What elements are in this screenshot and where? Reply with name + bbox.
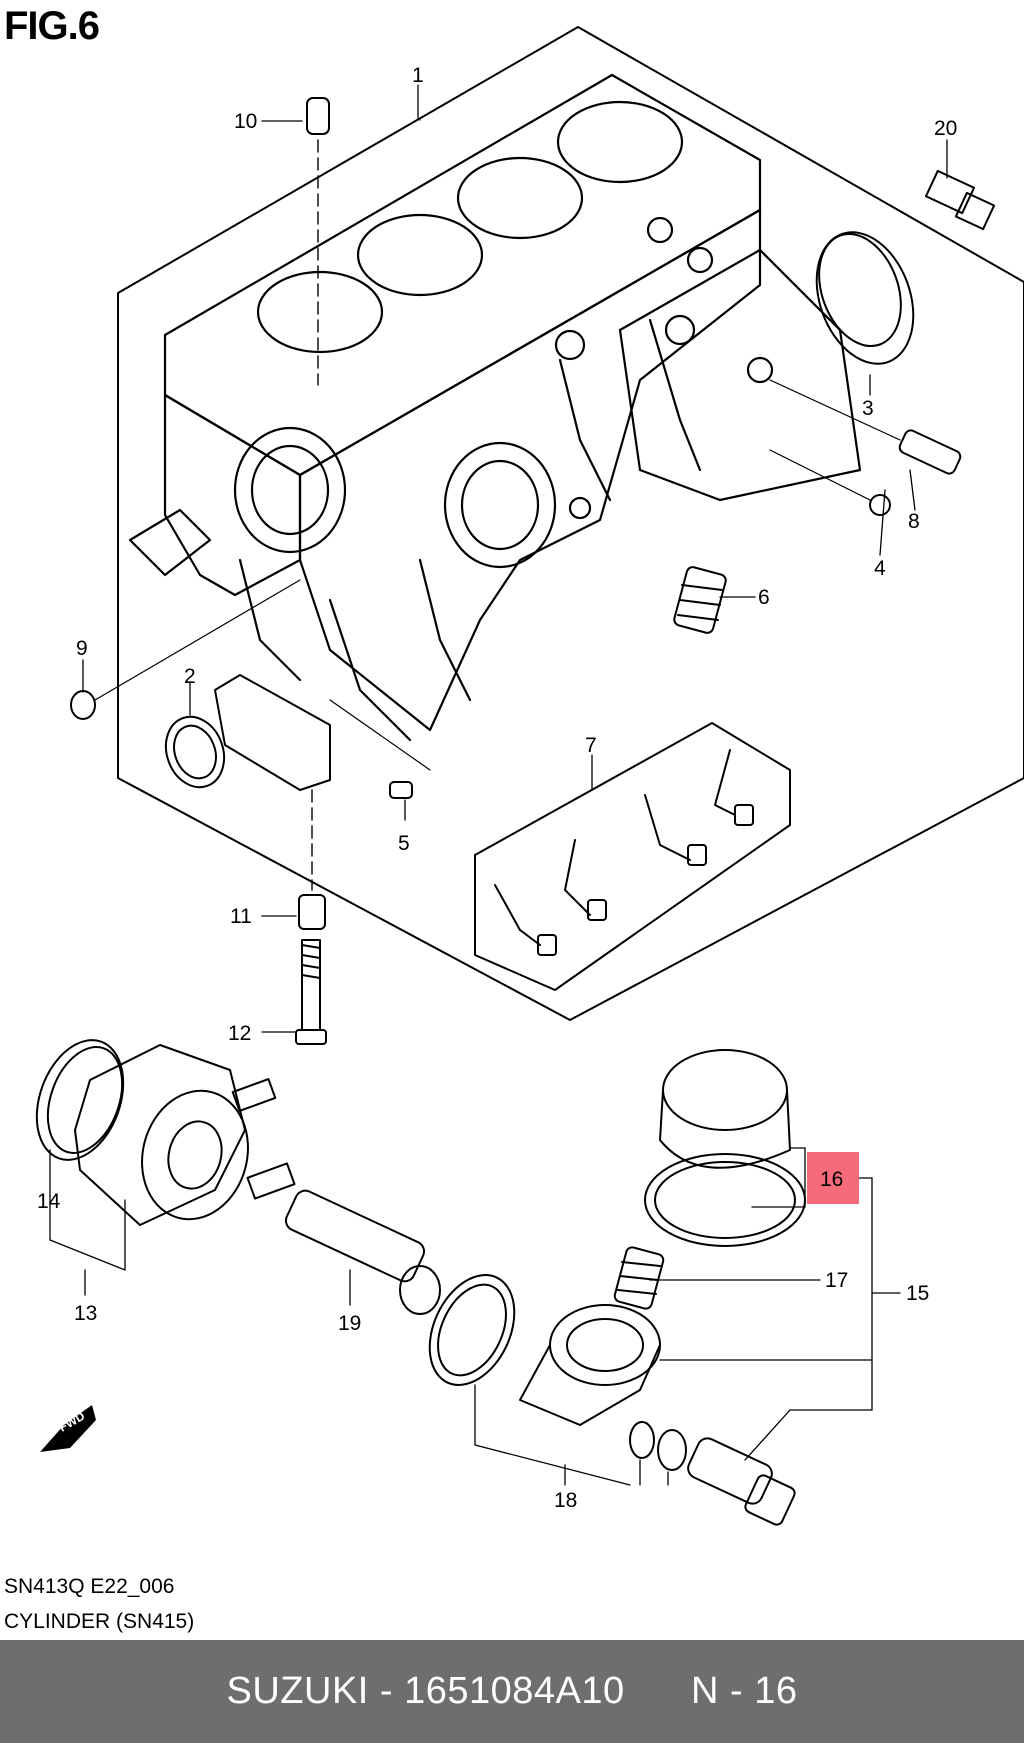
part-2-seal <box>164 715 226 789</box>
callout-18: 18 <box>554 1489 577 1512</box>
callout-13: 13 <box>74 1302 97 1325</box>
footer-part-info: SUZUKI - 1651084A10 N - 16 <box>226 1670 798 1712</box>
callout-11: 11 <box>230 905 252 928</box>
part-3-oil-seal <box>815 231 915 365</box>
part-9-plug <box>70 690 96 720</box>
part-20-sensor <box>924 169 996 231</box>
oil-jet-group-outline <box>474 722 791 991</box>
callout-8: 8 <box>908 510 920 533</box>
callout-16: 16 <box>820 1168 843 1191</box>
part-17-stud <box>613 1246 665 1310</box>
part-12-bolt <box>295 939 327 1045</box>
figure-title: FIG.6 <box>4 4 100 48</box>
callout-2: 2 <box>184 665 196 688</box>
part-14-oring <box>35 1039 125 1161</box>
filter-housing <box>519 1304 661 1426</box>
part-13-oil-cooler <box>74 1044 296 1226</box>
part-16-oil-filter <box>644 1049 806 1247</box>
callout-10: 10 <box>234 110 257 133</box>
callout-3: 3 <box>862 397 874 420</box>
callout-17: 17 <box>825 1269 848 1292</box>
cylinder-block <box>128 73 862 742</box>
part-4-bolt <box>769 449 891 516</box>
part-11-dowel <box>298 894 326 930</box>
part-5-dowel <box>389 781 413 799</box>
callout-6: 6 <box>758 586 770 609</box>
relief-valve <box>687 1437 796 1526</box>
section-name: CYLINDER (SN415) <box>4 1610 195 1633</box>
callout-20: 20 <box>934 117 957 140</box>
callout-4: 4 <box>874 557 886 580</box>
oil-jets <box>494 749 754 956</box>
callout-16-highlight <box>807 1152 859 1204</box>
callout-15: 15 <box>906 1282 929 1305</box>
diagram-code: SN413Q E22_006 <box>4 1575 175 1598</box>
part-10-dowel <box>306 97 330 135</box>
block-assembly-outline <box>117 26 1024 1021</box>
callout-7: 7 <box>585 734 597 757</box>
callout-14: 14 <box>37 1190 61 1213</box>
part-18-oring <box>428 1274 516 1386</box>
fwd-arrow-icon: FWD <box>40 1405 96 1452</box>
callout-9: 9 <box>76 637 88 660</box>
footer-bar: SUZUKI - 1651084A10 N - 16 <box>0 1640 1024 1743</box>
bearing-cap <box>214 674 331 791</box>
callout-19: 19 <box>338 1312 361 1335</box>
part-6-stud <box>673 566 727 634</box>
callout-12: 12 <box>228 1022 251 1045</box>
callout-1: 1 <box>412 64 424 87</box>
exploded-parts-diagram: FWD 1 10 20 3 8 4 6 9 2 7 5 11 12 14 13 … <box>35 26 1024 1526</box>
part-19-union-bolt <box>284 1189 441 1315</box>
part-8-switch <box>769 379 962 475</box>
callout-5: 5 <box>398 832 410 855</box>
